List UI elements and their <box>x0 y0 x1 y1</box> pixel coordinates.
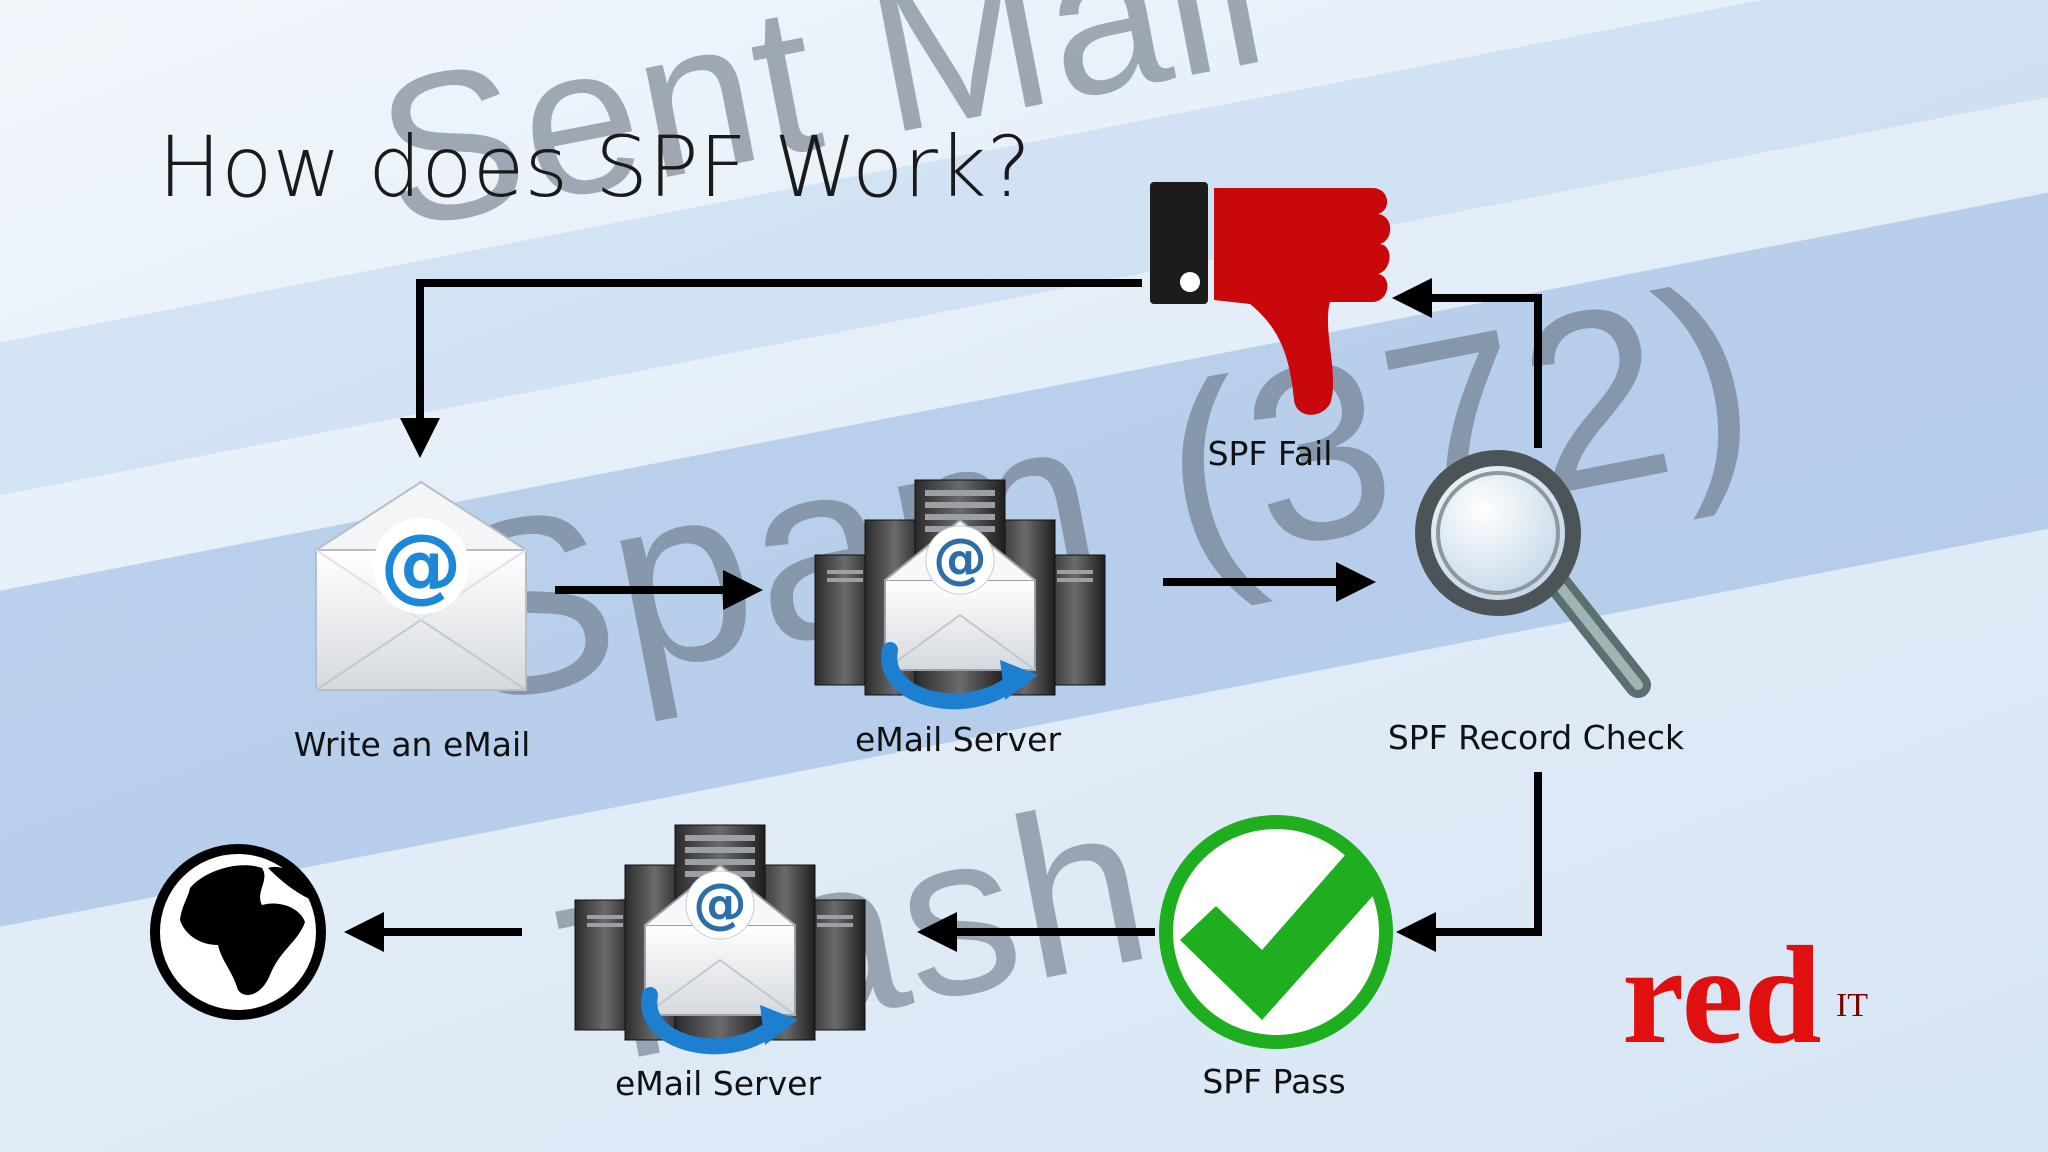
magnifier-icon <box>1415 450 1651 698</box>
email-server-icon <box>815 480 1105 701</box>
globe-icon <box>150 844 326 1020</box>
node-label-spf-pass: SPF Pass <box>1202 1062 1346 1101</box>
node-label-spf-fail: SPF Fail <box>1207 434 1333 473</box>
email-server-icon <box>575 825 865 1046</box>
arrow-check-to-pass <box>1396 772 1542 952</box>
arrow-fail-to-write <box>400 279 1142 458</box>
svg-text:@: @ <box>380 517 462 612</box>
arrow-check-to-fail <box>1392 278 1542 448</box>
thumbs-down-icon <box>1150 182 1391 415</box>
check-circle-icon <box>1159 815 1393 1049</box>
node-label-email-server: eMail Server <box>854 720 1062 759</box>
logo-subtext: IT <box>1836 987 1868 1024</box>
logo-text: red <box>1622 918 1822 1058</box>
node-label-spf-record-check: SPF Record Check <box>1387 718 1685 757</box>
slide-title: How does SPF Work? <box>158 118 1032 216</box>
red-it-logo: red IT <box>1622 918 1868 1058</box>
node-label-write-email: Write an eMail <box>293 725 531 764</box>
node-label-email-server: eMail Server <box>614 1064 822 1103</box>
envelope-at-icon: @ <box>312 480 530 691</box>
